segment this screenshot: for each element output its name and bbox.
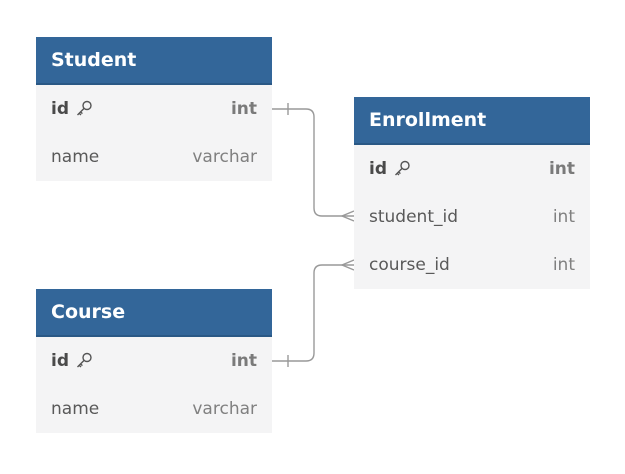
field-name: name [51,147,100,167]
field-name: course_id [369,255,450,275]
field-type: int [230,99,257,119]
field-type: varchar [192,399,257,419]
field-name: id [51,351,69,371]
relation-student-enrollment [272,103,355,222]
relation-course-enrollment [272,259,355,367]
table-course-title[interactable]: Course [36,289,272,337]
field-course-id[interactable]: id int [36,337,272,385]
field-name: id [369,159,387,179]
key-icon [77,100,92,116]
field-type: int [552,207,575,227]
field-enrollment-student-id[interactable]: student_id int [354,193,590,241]
key-icon [77,352,92,368]
field-name: id [51,99,69,119]
table-course[interactable]: Course id int name varchar [36,289,272,433]
table-enrollment-title[interactable]: Enrollment [354,97,590,145]
table-student[interactable]: Student id int name varchar [36,37,272,181]
many-marker [340,210,355,222]
field-type: int [552,255,575,275]
field-course-name[interactable]: name varchar [36,385,272,433]
field-student-name[interactable]: name varchar [36,133,272,181]
field-student-id[interactable]: id int [36,85,272,133]
field-name: name [51,399,100,419]
field-type: int [548,159,575,179]
field-enrollment-id[interactable]: id int [354,145,590,193]
field-name: student_id [369,207,459,227]
table-student-title[interactable]: Student [36,37,272,85]
many-marker [340,259,355,271]
field-type: int [230,351,257,371]
field-enrollment-course-id[interactable]: course_id int [354,241,590,289]
table-enrollment[interactable]: Enrollment id int student_id int course_… [354,97,590,289]
key-icon [395,160,410,176]
field-type: varchar [192,147,257,167]
